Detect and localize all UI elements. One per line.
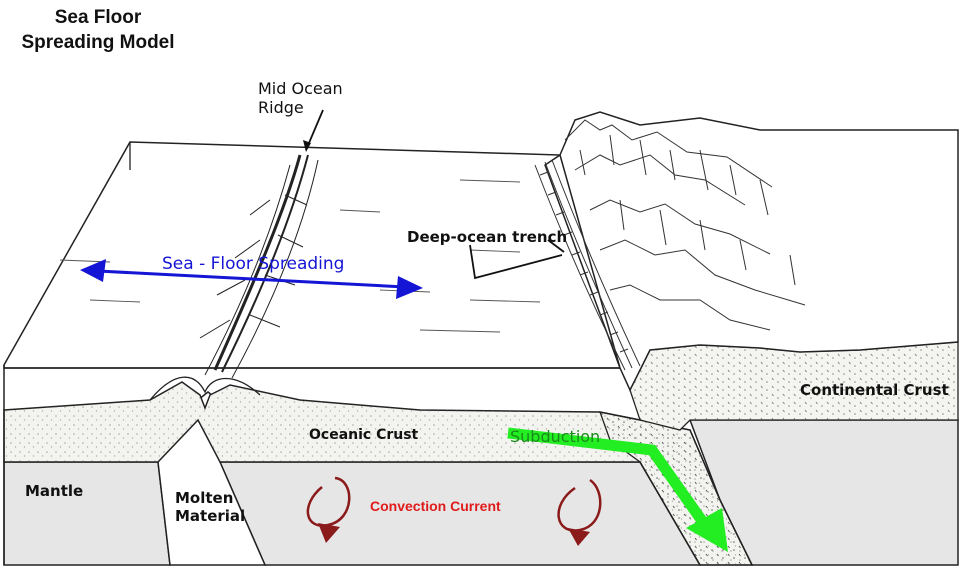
spreading-arrow xyxy=(80,259,423,299)
molten-material-label: Molten Material xyxy=(175,489,245,525)
trench-hatching xyxy=(534,159,641,371)
subduction-arrow xyxy=(507,427,728,552)
ridge-crest xyxy=(199,154,319,379)
trench-pointer-lines xyxy=(469,239,565,280)
continental-crust-label: Continental Crust xyxy=(800,381,949,399)
title-line-2: Spreading Model xyxy=(21,31,175,53)
continent-surface xyxy=(559,111,959,392)
convection-arrow-right xyxy=(557,478,602,546)
ridge-label-line-1: Mid Ocean xyxy=(258,79,343,98)
ridge-label-line-2: Ridge xyxy=(258,98,304,118)
ridge-label: Mid Ocean Ridge xyxy=(258,79,343,117)
subduction-label: Subduction xyxy=(510,427,601,446)
trench-label: Deep-ocean trench xyxy=(407,228,568,246)
molten-label-line-1: Molten xyxy=(175,489,234,507)
mantle-layer xyxy=(3,461,171,566)
mountain-range xyxy=(564,119,806,331)
convection-label: Convection Current xyxy=(370,498,501,514)
diagram-title: Sea Floor Spreading Model xyxy=(8,6,188,55)
mantle-label: Mantle xyxy=(25,482,84,500)
title-line-1: Sea Floor xyxy=(54,7,142,28)
molten-label-line-2: Material xyxy=(175,507,246,525)
oceanic-crust-label: Oceanic Crust xyxy=(309,427,419,443)
convection-arrow-left xyxy=(306,476,351,543)
spreading-label: Sea - Floor Spreading xyxy=(162,254,345,274)
